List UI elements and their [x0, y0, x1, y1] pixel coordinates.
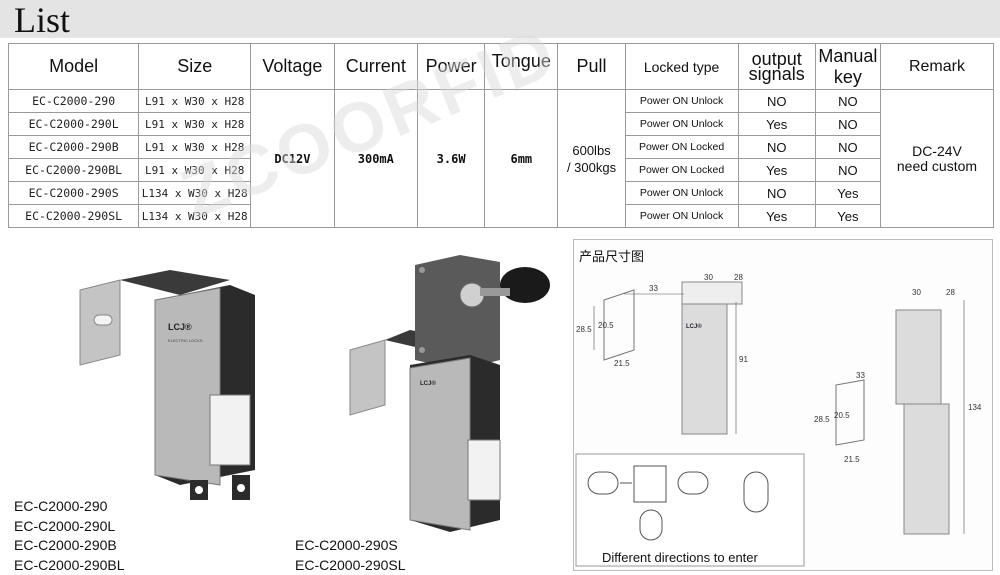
bracket-slot: [94, 315, 112, 325]
dim-label: 28.5: [814, 415, 830, 424]
directions-caption: Different directions to enter: [602, 550, 758, 565]
dim-label: 28: [946, 288, 955, 297]
lock-photo-short: LCJ® ELECTRIC LOCKS: [60, 270, 280, 510]
header-voltage: Voltage: [251, 44, 334, 90]
cell-locked-type: Power ON Unlock: [625, 90, 738, 113]
cell-manual-key: NO: [815, 90, 880, 113]
dim-label: 21.5: [614, 359, 630, 368]
caption-model: EC-C2000-290BL: [14, 556, 125, 575]
header-model: Model: [9, 44, 139, 90]
header-manual-key: Manual key: [815, 44, 880, 90]
caption-model: EC-C2000-290B: [14, 536, 125, 556]
dim-label: 30: [704, 273, 713, 282]
caption-model: EC-C2000-290L: [14, 517, 125, 537]
cell-model: EC-C2000-290B: [9, 136, 139, 159]
key-housing: [415, 255, 500, 370]
brand-logo: LCJ®: [168, 322, 192, 332]
caption-middle: EC-C2000-290S EC-C2000-290SL: [295, 536, 406, 575]
dim-label: 91: [739, 355, 748, 364]
key-head: [500, 267, 550, 303]
cell-size: L91 x W30 x H28: [139, 113, 251, 136]
header-locked-type: Locked type: [625, 44, 738, 90]
lock-faceplate: [410, 358, 470, 530]
cell-output: NO: [738, 182, 815, 205]
header-size: Size: [139, 44, 251, 90]
cell-output: Yes: [738, 159, 815, 182]
cell-output: NO: [738, 136, 815, 159]
cell-manual-key: Yes: [815, 182, 880, 205]
dim-label: 28.5: [576, 325, 592, 334]
cell-locked-type: Power ON Unlock: [625, 205, 738, 228]
mount-hole: [237, 484, 245, 492]
drawing-lock-body: [682, 302, 727, 434]
caption-model: EC-C2000-290S: [295, 536, 406, 556]
dim-label: 28: [734, 273, 743, 282]
cell-model: EC-C2000-290BL: [9, 159, 139, 182]
pull-kgs: / 300kgs: [567, 160, 616, 175]
product-label: [210, 395, 250, 465]
dim-label: 20.5: [598, 321, 614, 330]
cell-locked-type: Power ON Locked: [625, 136, 738, 159]
dimension-drawing: LCJ® 33 30 28 28.5 20.5 21.5 91 30 28 33…: [574, 240, 990, 568]
drawing-top-plate: [682, 282, 742, 304]
screw: [419, 267, 425, 273]
brand-logo: LCJ®: [420, 380, 436, 387]
dim-label: 20.5: [834, 411, 850, 420]
cell-model: EC-C2000-290: [9, 90, 139, 113]
drawing-brand: LCJ®: [686, 323, 702, 330]
header-output-line2: signals: [749, 64, 805, 84]
header-pull: Pull: [558, 44, 625, 90]
lock-photo-long: LCJ®: [340, 250, 560, 540]
dim-label: 33: [856, 371, 865, 380]
header-remark: Remark: [880, 44, 993, 90]
header-output-signals: output signals: [738, 44, 815, 90]
cell-model: EC-C2000-290SL: [9, 205, 139, 228]
cell-output: NO: [738, 90, 815, 113]
dim-label: 33: [649, 284, 658, 293]
drawing-lock-body: [904, 404, 949, 534]
cell-locked-type: Power ON Unlock: [625, 113, 738, 136]
brand-subtitle: ELECTRIC LOCKS: [168, 338, 203, 343]
dim-label: 134: [968, 403, 982, 412]
pull-lbs: 600lbs: [572, 143, 610, 158]
caption-left: EC-C2000-290 EC-C2000-290L EC-C2000-290B…: [14, 497, 125, 575]
cell-size: L91 x W30 x H28: [139, 90, 251, 113]
cell-locked-type: Power ON Unlock: [625, 182, 738, 205]
mount-hole: [195, 486, 203, 494]
cell-remark: DC-24V need custom: [880, 90, 993, 228]
remark-line2: need custom: [897, 158, 977, 174]
cell-manual-key: NO: [815, 159, 880, 182]
dim-label: 30: [912, 288, 921, 297]
caption-model: EC-C2000-290SL: [295, 556, 406, 575]
page-title: List: [14, 0, 70, 40]
cell-manual-key: NO: [815, 136, 880, 159]
cell-manual-key: Yes: [815, 205, 880, 228]
cell-output: Yes: [738, 113, 815, 136]
cell-model: EC-C2000-290L: [9, 113, 139, 136]
drawing-key-housing: [896, 310, 941, 404]
mounting-bracket: [350, 340, 385, 415]
cell-locked-type: Power ON Locked: [625, 159, 738, 182]
cell-manual-key: NO: [815, 113, 880, 136]
product-label: [468, 440, 500, 500]
caption-model: EC-C2000-290: [14, 497, 125, 517]
cell-pull: 600lbs / 300kgs: [558, 90, 625, 228]
remark-line1: DC-24V: [912, 143, 962, 159]
cell-model: EC-C2000-290S: [9, 182, 139, 205]
dim-label: 21.5: [844, 455, 860, 464]
screw: [419, 347, 425, 353]
key-blade: [480, 288, 510, 296]
cell-output: Yes: [738, 205, 815, 228]
